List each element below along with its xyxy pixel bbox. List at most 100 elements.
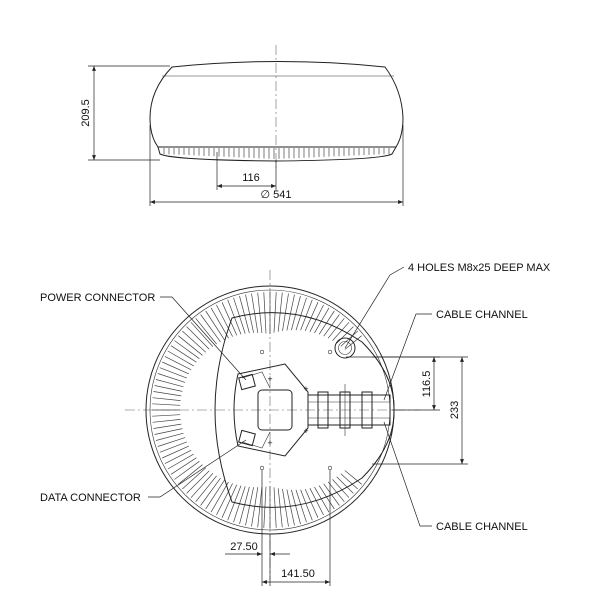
radial-fin bbox=[153, 391, 182, 397]
cable-channel-top-label: CABLE CHANNEL bbox=[436, 309, 528, 321]
radial-fin bbox=[233, 297, 246, 334]
mount-hole bbox=[259, 465, 265, 471]
bracket-mark-plus: + bbox=[267, 374, 272, 384]
radial-fin bbox=[309, 304, 324, 332]
radial-fin bbox=[186, 470, 210, 494]
cable-clamp bbox=[317, 391, 329, 429]
mount-hole bbox=[327, 349, 333, 355]
radial-fin bbox=[327, 318, 345, 339]
center-offset-dim-label: 141.50 bbox=[281, 568, 315, 580]
radial-fin bbox=[195, 318, 217, 345]
cable-clamp bbox=[361, 391, 373, 429]
radial-fin bbox=[174, 461, 200, 480]
radial-fin bbox=[170, 457, 197, 475]
cable-channel-bottom-label: CABLE CHANNEL bbox=[436, 521, 528, 533]
cable-channel-bottom-leader bbox=[383, 421, 432, 527]
radial-fin bbox=[295, 297, 307, 331]
radial-fin bbox=[221, 484, 238, 518]
radial-fin bbox=[221, 302, 238, 336]
radial-fin bbox=[216, 304, 233, 337]
radial-fin bbox=[154, 428, 183, 435]
bracket-mark-plus: + bbox=[303, 384, 308, 394]
radial-fin bbox=[344, 470, 362, 485]
radial-fin bbox=[295, 489, 307, 523]
radial-fin bbox=[159, 367, 187, 379]
radial-fin bbox=[178, 335, 203, 356]
radial-fin bbox=[336, 326, 354, 344]
holes-callout-label: 4 HOLES M8x25 DEEP MAX bbox=[408, 262, 551, 274]
channel-half-dim-label: 116.5 bbox=[421, 371, 433, 398]
radial-fin bbox=[162, 445, 190, 459]
power-connector-label: POWER CONNECTOR bbox=[40, 292, 155, 304]
radial-fin bbox=[153, 423, 182, 429]
radial-fin bbox=[286, 294, 295, 331]
bracket-mark-plus: + bbox=[267, 438, 272, 448]
side-fins bbox=[163, 148, 390, 159]
radial-fin bbox=[164, 449, 192, 464]
radial-fin bbox=[170, 345, 197, 363]
mount-hole bbox=[327, 465, 333, 471]
side-view: 209.5 116 ∅ 541 bbox=[80, 45, 404, 206]
radial-fin bbox=[200, 477, 221, 506]
radial-fin bbox=[332, 479, 350, 498]
radial-fin bbox=[277, 292, 283, 332]
data-connector-leader bbox=[148, 439, 247, 498]
bracket-arm-bottom bbox=[241, 431, 271, 449]
radial-fin bbox=[190, 322, 214, 347]
radial-fin bbox=[245, 487, 254, 526]
bracket-arm-top bbox=[241, 371, 271, 389]
offset-dim-label: 116 bbox=[242, 172, 260, 184]
power-connector-block bbox=[238, 373, 256, 391]
radial-fin bbox=[190, 473, 214, 498]
radial-fin bbox=[314, 486, 330, 513]
power-connector-boss bbox=[334, 337, 356, 359]
radial-fin bbox=[304, 302, 319, 332]
radial-fin bbox=[182, 467, 207, 490]
radial-fin bbox=[155, 379, 184, 388]
radial-fin bbox=[200, 314, 221, 343]
plan-view: + + + + 4 HOLES M8x25 DEEP MAX CABLE CHA… bbox=[40, 262, 551, 586]
radial-fin bbox=[291, 295, 301, 331]
radial-fin bbox=[245, 294, 254, 333]
radial-fin bbox=[178, 464, 203, 485]
radial-fin bbox=[205, 310, 225, 341]
radial-fin bbox=[182, 330, 207, 353]
radial-fin bbox=[157, 437, 186, 447]
radial-fin bbox=[167, 350, 194, 367]
radial-fin bbox=[205, 479, 225, 510]
radial-fin bbox=[186, 326, 210, 350]
radial-fin bbox=[195, 475, 217, 502]
channel-full-dim-label: 233 bbox=[449, 401, 461, 419]
data-connector-label: DATA CONNECTOR bbox=[40, 492, 141, 504]
cable-channel-top-leader bbox=[383, 313, 432, 401]
radial-fin bbox=[154, 385, 183, 392]
radial-fin bbox=[155, 432, 184, 441]
radial-fin bbox=[309, 488, 324, 516]
radial-fin bbox=[210, 307, 229, 339]
left-offset-dim-label: 27.50 bbox=[230, 541, 258, 553]
radial-fin bbox=[216, 483, 233, 516]
radial-fin bbox=[300, 489, 313, 521]
inner-plate bbox=[214, 312, 395, 508]
radial-fin bbox=[233, 486, 246, 523]
radial-fin bbox=[300, 299, 313, 331]
radial-fin bbox=[282, 489, 289, 527]
radial-fin bbox=[152, 414, 181, 417]
radial-fin bbox=[304, 488, 319, 518]
radial-fin bbox=[152, 397, 181, 401]
radial-fin bbox=[239, 486, 250, 525]
data-connector-block bbox=[238, 429, 256, 447]
radial-fin bbox=[157, 373, 186, 383]
radial-fin bbox=[332, 322, 350, 341]
mount-hole bbox=[259, 349, 265, 355]
power-connector-boss-inner bbox=[338, 341, 352, 355]
radial-fins bbox=[152, 292, 362, 528]
radial-fin bbox=[286, 489, 295, 526]
radial-fin bbox=[336, 476, 354, 494]
radial-fin bbox=[277, 488, 283, 528]
radial-fin bbox=[210, 481, 229, 513]
cable-channel-arm bbox=[307, 394, 391, 426]
radial-fin bbox=[162, 361, 190, 375]
radial-fin bbox=[152, 403, 181, 406]
